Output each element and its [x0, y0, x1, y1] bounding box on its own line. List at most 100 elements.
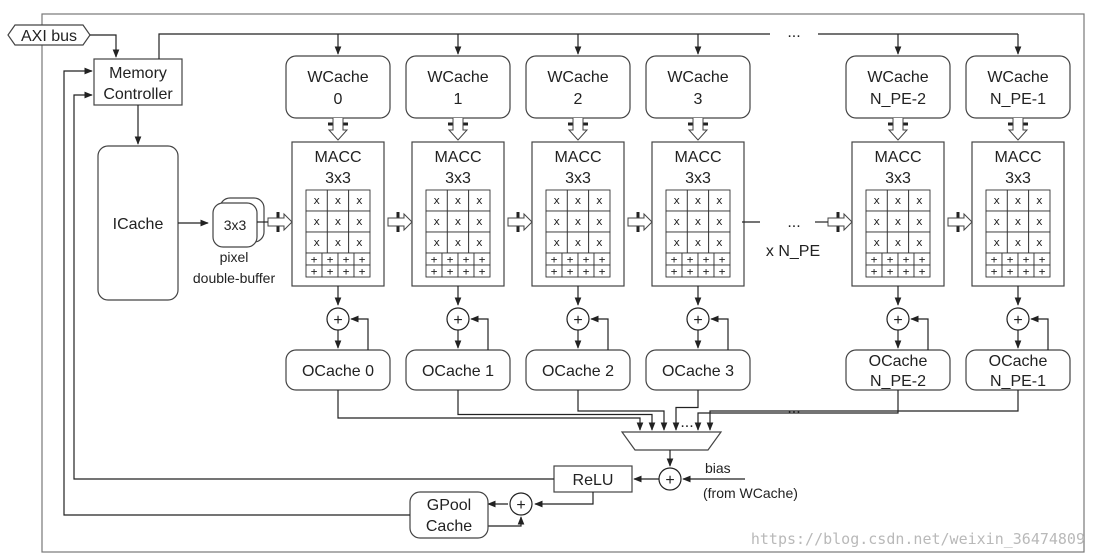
multiplier-symbol: x [553, 215, 560, 228]
multiplier-symbol: x [873, 215, 880, 228]
accumulator-feedback-wire [910, 315, 929, 350]
adder-cell [473, 264, 491, 278]
accumulator-adder-symbol: + [693, 312, 702, 329]
macc-title: MACC [314, 149, 361, 166]
adder-symbol: + [903, 253, 910, 266]
adder-symbol: + [551, 253, 558, 266]
adder-symbol: + [551, 265, 558, 278]
wcache-label: WCache [547, 69, 608, 86]
ocache-output-wire-3 [672, 390, 699, 431]
output-bus-ellipsis: ... [787, 400, 800, 417]
ocache-label: OCache [869, 353, 928, 370]
wcache-box [965, 55, 1071, 119]
multiplier-symbol: x [695, 236, 702, 249]
multiplier-symbol: x [433, 194, 440, 207]
memory-controller-label-2: Controller [103, 86, 173, 103]
ocache-output-wire-2 [577, 390, 668, 431]
adder-symbol: + [871, 265, 878, 278]
multiplier-symbol: x [695, 194, 702, 207]
adder-symbol: + [567, 253, 574, 266]
multiplier-symbol: x [335, 236, 342, 249]
multiplier-symbol: x [433, 215, 440, 228]
multiplier-symbol: x [1015, 215, 1022, 228]
wcache-box [645, 55, 751, 119]
multiplier-symbol: x [873, 236, 880, 249]
ocache-output-wire-1 [457, 390, 656, 431]
multiplier-symbol: x [476, 194, 483, 207]
relu-label: ReLU [573, 472, 614, 489]
adder-symbol: + [1007, 253, 1014, 266]
multiplier-symbol: x [553, 194, 560, 207]
adder-symbol: + [431, 265, 438, 278]
bias-source-label: (from WCache) [703, 485, 798, 501]
adder-symbol: + [327, 253, 334, 266]
axi-bus-label: AXI bus [21, 28, 77, 45]
macc-title: MACC [554, 149, 601, 166]
adder-symbol: + [1023, 253, 1030, 266]
wcache-index: N_PE-2 [870, 91, 926, 108]
relu: ReLU [553, 465, 633, 493]
pixel-forward-arrow [507, 212, 533, 232]
multiplier-symbol: x [993, 215, 1000, 228]
pixel-forward-arrow [267, 212, 293, 232]
ocache-output-wire-5 [706, 390, 1019, 431]
multiplier-symbol: x [1036, 215, 1043, 228]
weight-transfer-arrow [447, 118, 469, 141]
adder-symbol: + [311, 253, 318, 266]
multiplier-symbol: x [916, 194, 923, 207]
icache-label: ICache [113, 216, 164, 233]
adder-symbol: + [687, 253, 694, 266]
ocache-label: OCache 0 [302, 363, 374, 380]
adder-symbol: + [343, 253, 350, 266]
adder-symbol: + [719, 265, 726, 278]
ocache-label: OCache 2 [542, 363, 614, 380]
adder-cell [1033, 264, 1051, 278]
adder-symbol: + [431, 253, 438, 266]
adder-symbol: + [903, 265, 910, 278]
adder-symbol: + [919, 265, 926, 278]
gpool-adder-symbol: + [516, 497, 525, 514]
ocache-output-wire-0 [337, 390, 644, 431]
adder-symbol: + [1039, 253, 1046, 266]
multiplier-symbol: x [895, 215, 902, 228]
adder-symbol: + [887, 253, 894, 266]
system-frame [41, 13, 1085, 553]
multiplier-symbol: x [873, 194, 880, 207]
adder-symbol: + [599, 265, 606, 278]
ocache-output-wire-4 [694, 390, 899, 431]
adder-symbol: + [479, 253, 486, 266]
adder-symbol: + [463, 265, 470, 278]
adder-cell [713, 264, 731, 278]
pixel-forward-arrow [947, 212, 973, 232]
multiplier-symbol: x [433, 236, 440, 249]
pixel-forward-arrow [387, 212, 413, 232]
weight-transfer-arrow [687, 118, 709, 141]
multiplier-symbol: x [716, 194, 723, 207]
wcache-label: WCache [987, 69, 1048, 86]
adder-symbol: + [1007, 265, 1014, 278]
pixel-forward-arrow [627, 212, 653, 232]
memory-controller: Memory Controller [93, 58, 183, 106]
adder-symbol: + [583, 253, 590, 266]
pixel-double-buffer: 3x3 pixel double-buffer [193, 197, 276, 286]
pixel-forward-arrow [827, 212, 853, 232]
adder-symbol: + [463, 253, 470, 266]
multiplier-symbol: x [476, 236, 483, 249]
pixel-buffer-caption-2: double-buffer [193, 270, 276, 286]
wcache-label: WCache [867, 69, 928, 86]
multiplier-symbol: x [335, 194, 342, 207]
adder-symbol: + [719, 253, 726, 266]
multiplier-symbol: x [1015, 194, 1022, 207]
wcache-index: 2 [574, 91, 583, 108]
ocache-label: OCache 1 [422, 363, 494, 380]
multiplier-symbol: x [356, 236, 363, 249]
multiplier-symbol: x [993, 236, 1000, 249]
multiplier-symbol: x [993, 194, 1000, 207]
adder-symbol: + [1039, 265, 1046, 278]
multiplier-symbol: x [455, 215, 462, 228]
